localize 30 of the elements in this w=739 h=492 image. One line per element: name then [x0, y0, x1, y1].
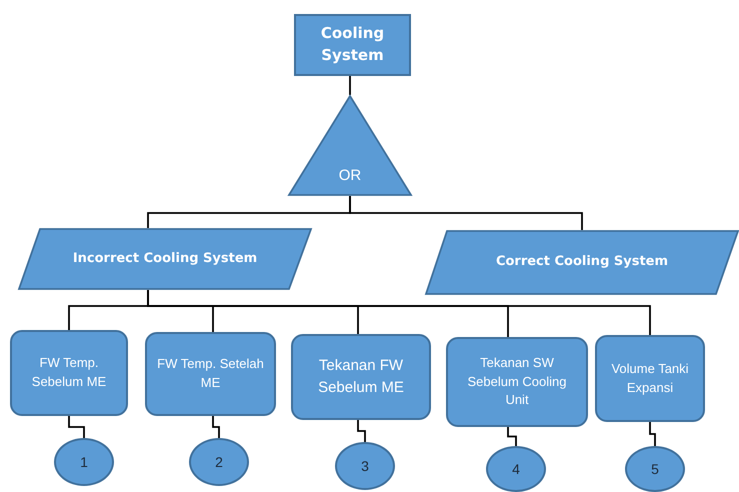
event-number: 2: [215, 452, 223, 472]
event-number: 1: [80, 452, 88, 472]
event-parallelogram: [18, 228, 312, 290]
event-number: 4: [512, 460, 520, 479]
or-gate-triangle: [288, 95, 412, 196]
basic-event-box: [10, 330, 128, 416]
event-label: FW Temp. Sebelum ME: [30, 354, 108, 391]
event-label: Tekanan SW Sebelum Cooling Unit: [466, 354, 568, 410]
connector-line: [507, 427, 517, 446]
connector-line: [349, 76, 351, 95]
basic-event-box: [291, 334, 431, 420]
connector-line: [649, 422, 656, 446]
event-parallelogram: [425, 230, 739, 295]
connector-line: [349, 196, 583, 230]
connector-line: [212, 416, 220, 438]
basic-event-box: [446, 337, 588, 427]
event-number: 3: [361, 456, 369, 476]
basic-event-box: [595, 335, 705, 422]
event-label: FW Temp. Setelah ME: [156, 355, 265, 392]
event-label: Correct Cooling System: [496, 253, 668, 272]
event-label: OR: [338, 166, 362, 186]
connector-line: [357, 420, 366, 442]
top-event-box: [294, 14, 411, 76]
event-label: Incorrect Cooling System: [72, 250, 258, 268]
event-label: Tekanan FW Sebelum ME: [317, 356, 405, 398]
event-number: 5: [651, 460, 659, 479]
event-label: Cooling System: [320, 23, 386, 66]
event-label: Volume Tanki Expansi: [610, 360, 690, 397]
connector-line: [68, 416, 85, 438]
basic-event-box: [145, 332, 276, 416]
